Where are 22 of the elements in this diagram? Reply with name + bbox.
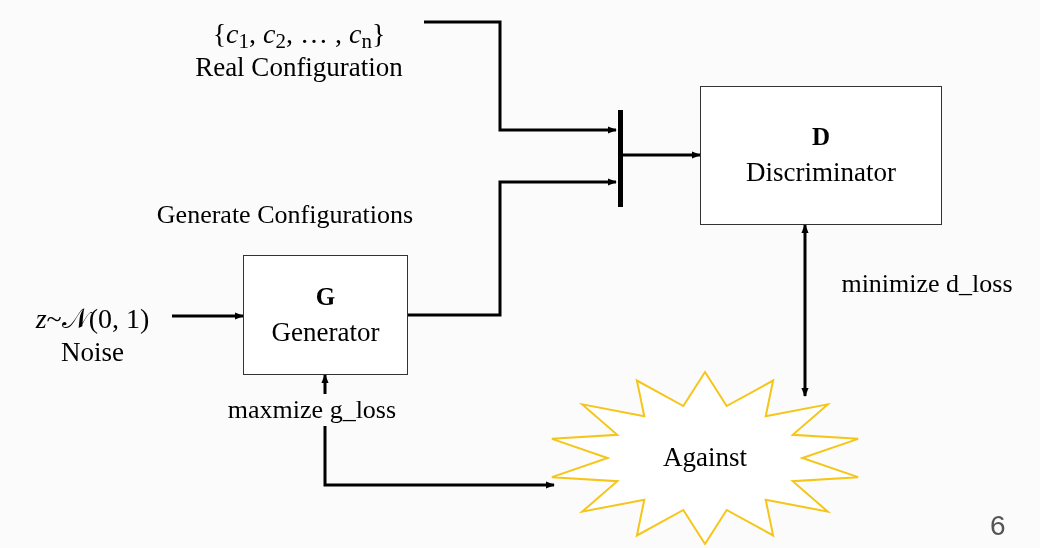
arrow	[321, 374, 555, 489]
node-label: Noise	[61, 335, 124, 369]
arrow	[172, 312, 244, 320]
page-number: 6	[990, 509, 1006, 543]
arrow	[623, 151, 701, 159]
process-box	[243, 255, 408, 375]
junction-bar	[618, 110, 623, 207]
box-letter: G	[315, 281, 336, 312]
node-label: Real Configuration	[195, 50, 403, 84]
starburst-shape	[550, 370, 860, 546]
edge-label: maxmize g_loss	[225, 393, 399, 427]
node-label: Against	[663, 441, 747, 475]
noise-formula: z~𝒩(0, 1)	[35, 301, 150, 336]
set-formula: {c$_{1}$, c$_{2}$, … , c$_{n}$}	[212, 16, 386, 51]
arrow	[424, 20, 617, 134]
box-letter: D	[811, 122, 831, 152]
process-box	[700, 86, 942, 225]
arrow	[408, 178, 617, 317]
node-label: Generator	[271, 315, 380, 349]
node-label: Discriminator	[746, 156, 896, 190]
node-caption: Generate Configurations	[155, 198, 415, 231]
arrow	[801, 224, 809, 397]
